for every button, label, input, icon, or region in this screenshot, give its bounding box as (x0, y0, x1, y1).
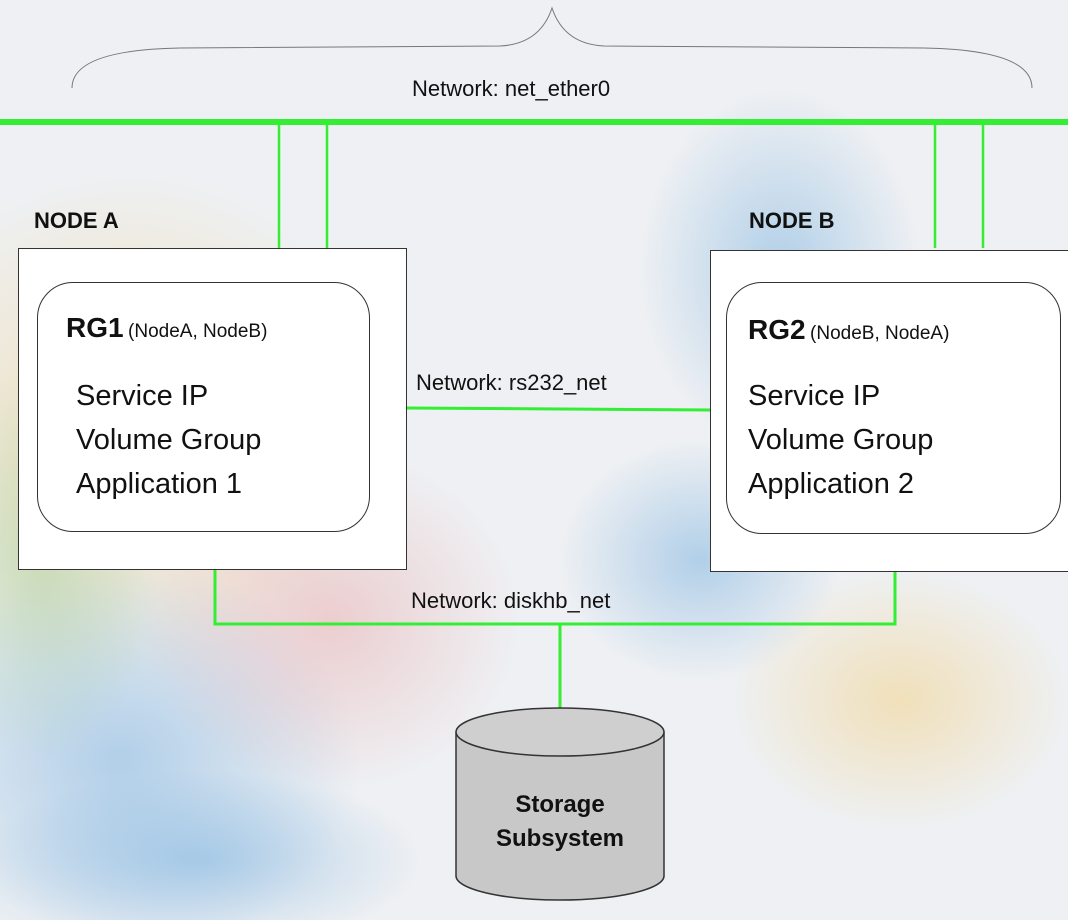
rg1-name: RG1 (66, 312, 124, 343)
rg1-item-application: Application 1 (76, 468, 243, 500)
network-brace (71, 6, 1033, 89)
rg2-owners: (NodeB, NodeA) (810, 323, 950, 344)
rg2-item-service-ip: Service IP (748, 380, 881, 412)
diskhb-network-label: Network: diskhb_net (411, 588, 611, 613)
rg1-heading: RG1 (NodeA, NodeB) (66, 312, 267, 344)
rg2-heading: RG2 (NodeB, NodeA) (748, 314, 949, 346)
rg2-item-volume-group: Volume Group (748, 424, 934, 456)
storage-label-line2: Subsystem (495, 825, 625, 852)
storage-label: Storage Subsystem (456, 788, 664, 856)
rg2-box (726, 282, 1061, 534)
rg1-item-volume-group: Volume Group (76, 424, 262, 456)
rg1-box (37, 282, 370, 532)
rg1-owners: (NodeA, NodeB) (128, 321, 268, 342)
ether-network-label: Network: net_ether0 (412, 76, 611, 101)
diskhb-link (213, 570, 897, 626)
node-a-title: NODE A (34, 208, 119, 233)
rg2-item-application: Application 2 (748, 468, 915, 500)
node-b-title: NODE B (749, 208, 835, 233)
rg2-name: RG2 (748, 314, 806, 345)
rs232-link (405, 406, 711, 412)
storage-cylinder-icon (455, 707, 665, 901)
rg1-item-service-ip: Service IP (76, 380, 209, 412)
storage-label-line1: Storage (515, 791, 605, 818)
rs232-network-label: Network: rs232_net (416, 370, 607, 395)
